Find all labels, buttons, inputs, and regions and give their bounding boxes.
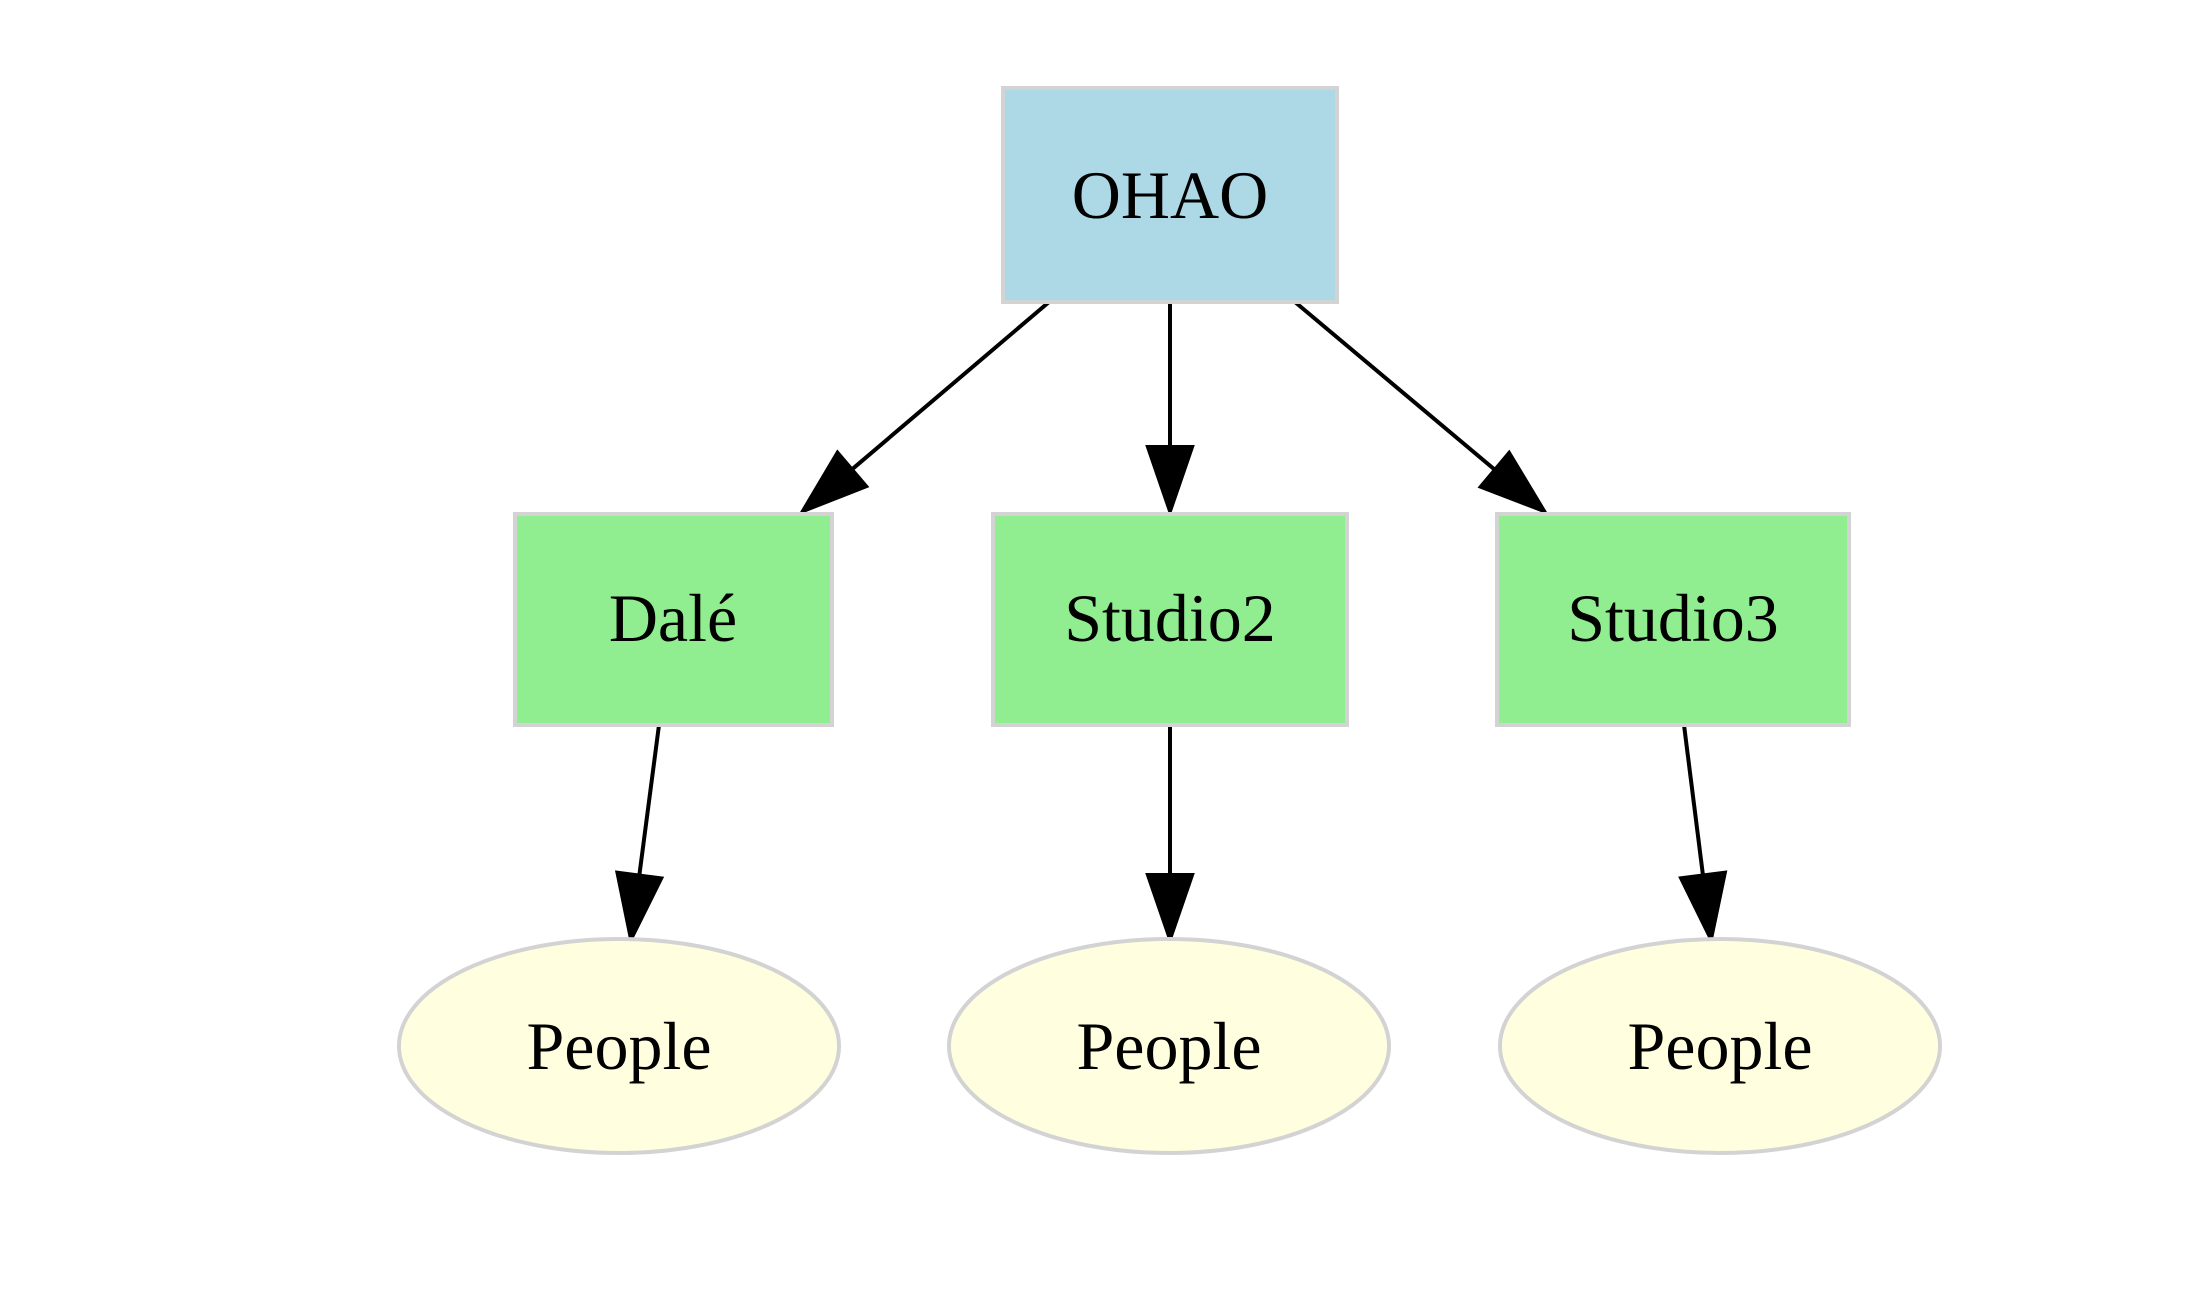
edges [614, 300, 1728, 946]
node-studio2-label: Studio2 [1064, 580, 1276, 656]
node-ohao-label: OHAO [1072, 157, 1268, 233]
node-people1-shape [397, 937, 841, 1155]
node-people1[interactable]: People [397, 937, 841, 1155]
node-people3-shape [1498, 937, 1942, 1155]
edge-ohao-studio3 [1293, 300, 1549, 515]
node-dale-shape [513, 512, 834, 727]
edge-line [850, 300, 1051, 472]
node-dale-label: Dalé [609, 580, 737, 656]
arrow-head-icon [1145, 445, 1195, 518]
node-people2-shape [947, 937, 1391, 1155]
node-people2-label: People [1076, 1008, 1261, 1084]
arrow-head-icon [1678, 870, 1728, 946]
node-studio3-label: Studio3 [1567, 580, 1779, 656]
arrow-head-icon [798, 449, 870, 515]
edge-studio2-people2 [1145, 725, 1195, 946]
node-ohao[interactable]: OHAO [1001, 86, 1339, 304]
edge-line [1682, 724, 1705, 876]
arrow-head-icon [614, 870, 665, 946]
arrow-head-icon [1145, 873, 1195, 946]
node-studio3-shape [1495, 512, 1851, 727]
node-studio2[interactable]: Studio2 [991, 512, 1349, 727]
node-studio3[interactable]: Studio3 [1495, 512, 1851, 727]
node-people3-label: People [1627, 1008, 1812, 1084]
edge-line [637, 724, 661, 876]
node-studio2-shape [991, 512, 1349, 727]
edge-studio3-people3 [1678, 724, 1728, 946]
nodes: OHAO Dalé Studio2 Studio3 People People … [397, 86, 1942, 1155]
edge-dale-people1 [614, 724, 665, 946]
node-ohao-shape [1001, 86, 1339, 304]
node-dale[interactable]: Dalé [513, 512, 834, 727]
edge-line [1293, 300, 1497, 472]
node-people1-label: People [526, 1008, 711, 1084]
edge-ohao-studio2 [1145, 302, 1195, 518]
node-people3[interactable]: People [1498, 937, 1942, 1155]
edge-ohao-dale [798, 300, 1051, 515]
node-people2[interactable]: People [947, 937, 1391, 1155]
arrow-head-icon [1477, 449, 1549, 515]
